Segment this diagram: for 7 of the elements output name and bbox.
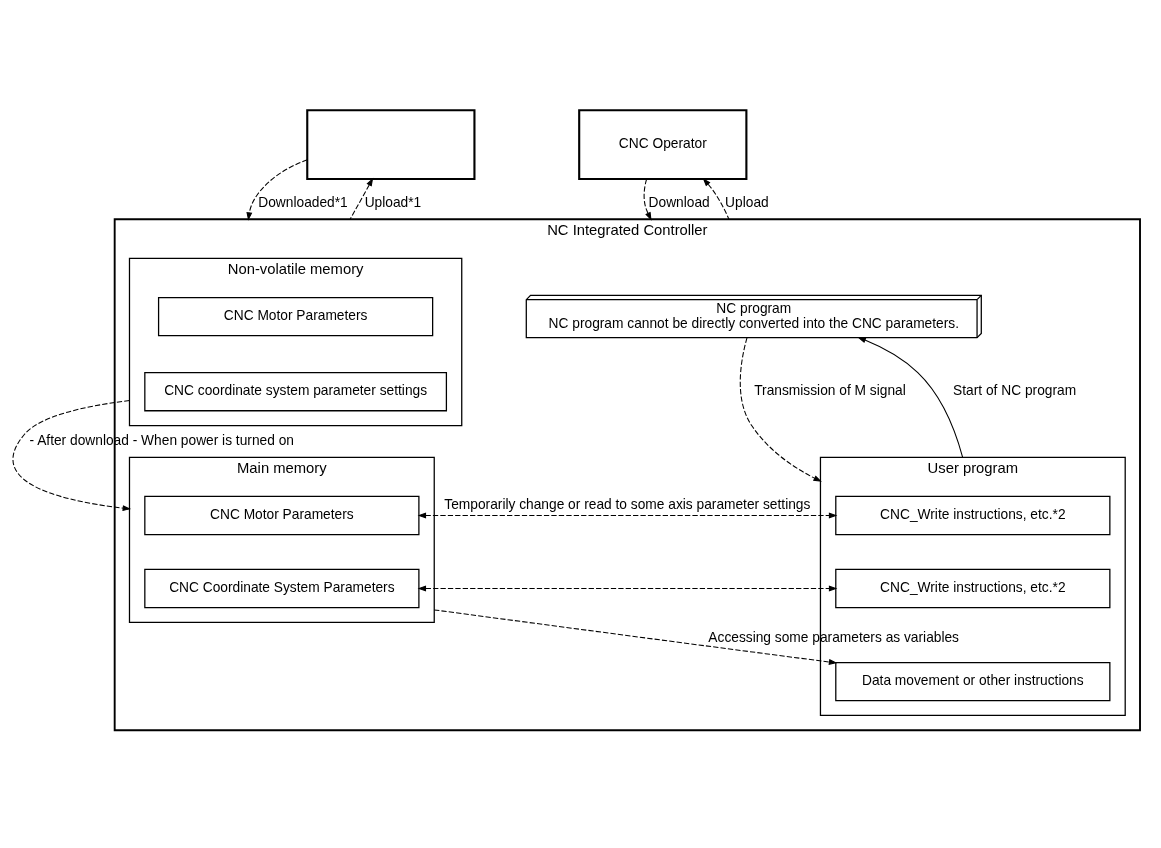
- edge-label: Download: [648, 194, 710, 210]
- edge-label: Transmission of M signal: [754, 382, 906, 398]
- edge-label: Downloaded*1: [258, 194, 348, 210]
- edge-label: Upload*1: [364, 194, 422, 210]
- edge-label: Temporarily change or read to some axis parameter settings: [444, 496, 811, 512]
- edge-label: Start of NC program: [953, 382, 1077, 398]
- edge-label: Upload: [725, 194, 769, 210]
